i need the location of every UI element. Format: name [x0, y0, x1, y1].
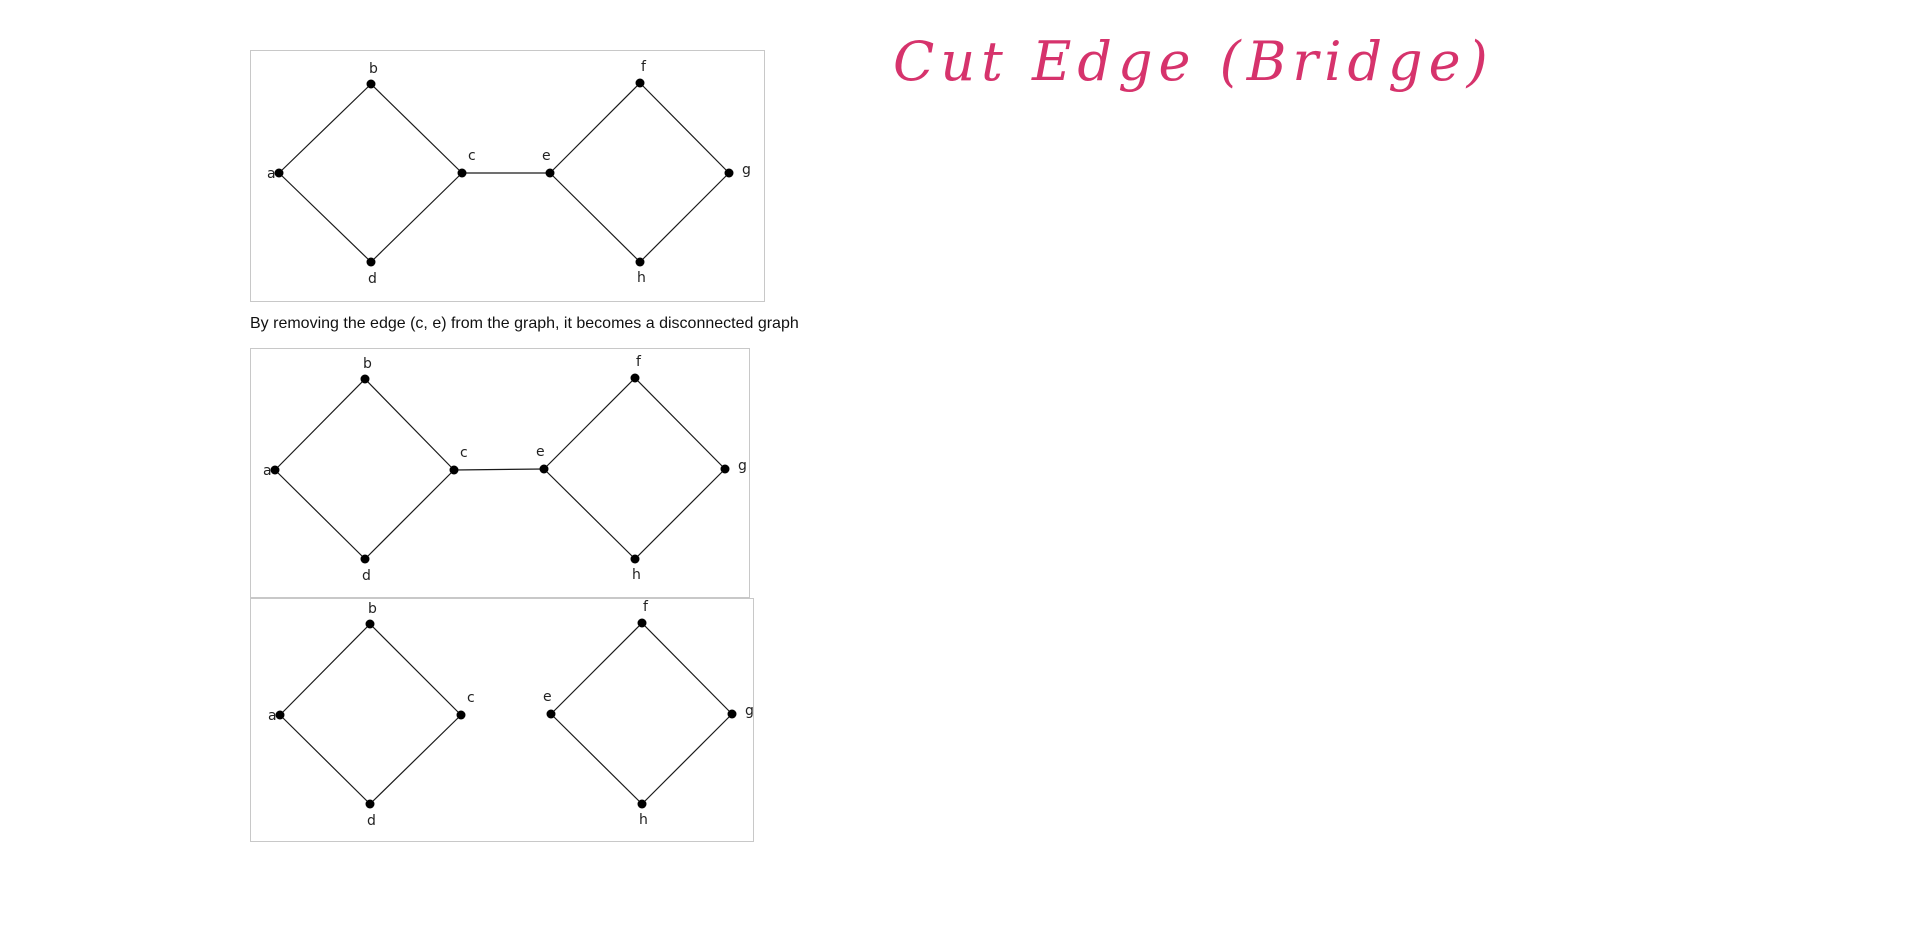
node-label-a: a	[263, 463, 272, 479]
edge-f-g	[639, 82, 730, 174]
node-label-c: c	[467, 690, 475, 706]
node-c	[457, 168, 467, 178]
handwritten-title: Cut Edge (Bridge)	[893, 30, 1494, 93]
edge-b-c	[370, 83, 463, 174]
node-label-h: h	[637, 270, 646, 286]
node-label-e: e	[543, 689, 552, 705]
node-f	[635, 78, 645, 88]
node-e	[546, 709, 556, 719]
edge-b-c	[369, 623, 462, 716]
graph-with-bridge-svg: a b c d e f g h	[263, 354, 747, 584]
node-label-f: f	[643, 599, 649, 615]
node-c	[456, 710, 466, 720]
node-b	[365, 619, 375, 629]
edge-a-b	[274, 378, 366, 471]
node-e	[539, 464, 549, 474]
node-label-e: e	[542, 148, 551, 164]
node-label-a: a	[268, 708, 277, 724]
node-h	[637, 799, 647, 809]
node-label-g: g	[745, 703, 754, 719]
edge-h-e	[549, 172, 641, 263]
node-g	[727, 709, 737, 719]
node-label-d: d	[362, 568, 371, 584]
graph-with-bridge-figure: a b c d e f g h	[250, 348, 750, 598]
node-b	[366, 79, 376, 89]
edge-g-h	[641, 713, 733, 805]
edge-h-e	[543, 468, 636, 560]
node-label-d: d	[367, 813, 376, 829]
node-label-d: d	[368, 271, 377, 287]
node-d	[360, 554, 370, 564]
edge-c-d	[370, 172, 463, 263]
node-c	[449, 465, 459, 475]
node-h	[635, 257, 645, 267]
caption-text: By removing the edge (c, e) from the gra…	[250, 315, 799, 332]
node-g	[724, 168, 734, 178]
node-b	[360, 374, 370, 384]
node-label-a: a	[267, 166, 276, 182]
node-a	[275, 710, 285, 720]
node-a	[270, 465, 280, 475]
node-label-f: f	[641, 59, 647, 75]
graph-original-svg: a b c d e f g h	[267, 59, 751, 287]
edge-d-a	[278, 172, 372, 263]
edge-d-a	[274, 469, 366, 560]
graph-bridge-removed-svg: a b c d e f g h	[268, 599, 754, 829]
edge-f-g	[641, 622, 733, 715]
edge-e-f	[550, 622, 643, 715]
node-label-h: h	[632, 567, 641, 583]
node-f	[637, 618, 647, 628]
node-d	[366, 257, 376, 267]
edge-e-f	[549, 82, 641, 174]
node-label-g: g	[742, 162, 751, 178]
edge-b-c	[364, 378, 455, 471]
node-label-b: b	[363, 356, 372, 372]
edge-c-d	[364, 469, 455, 560]
edge-a-b	[279, 623, 371, 716]
edge-g-h	[639, 172, 730, 263]
node-label-b: b	[368, 601, 377, 617]
node-label-c: c	[468, 148, 476, 164]
graph-bridge-removed-figure: a b c d e f g h	[250, 598, 754, 842]
edge-e-f	[543, 377, 636, 470]
graph-original-figure: a b c d e f g h	[250, 50, 765, 302]
node-label-h: h	[639, 812, 648, 828]
node-g	[720, 464, 730, 474]
node-label-b: b	[369, 61, 378, 77]
node-d	[365, 799, 375, 809]
node-label-g: g	[738, 458, 747, 474]
node-h	[630, 554, 640, 564]
node-e	[545, 168, 555, 178]
edge-g-h	[634, 468, 726, 560]
node-f	[630, 373, 640, 383]
edge-c-e	[453, 468, 545, 471]
node-a	[274, 168, 284, 178]
edge-a-b	[278, 83, 372, 174]
node-label-f: f	[636, 354, 642, 370]
edge-c-d	[369, 714, 462, 805]
node-label-c: c	[460, 445, 468, 461]
edge-f-g	[634, 377, 726, 470]
edge-d-a	[279, 714, 371, 805]
edge-h-e	[550, 713, 643, 805]
node-label-e: e	[536, 444, 545, 460]
